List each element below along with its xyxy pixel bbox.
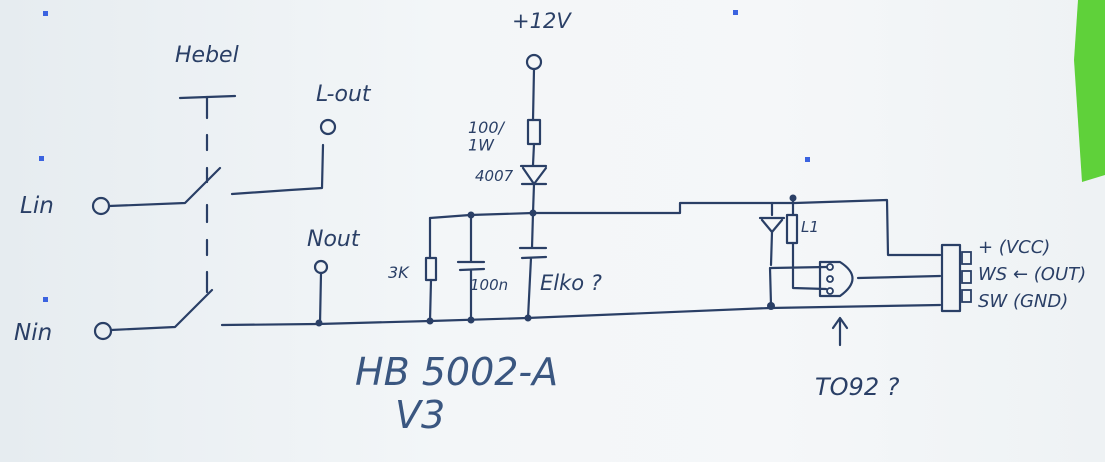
label-3k: 3K [388, 263, 410, 282]
label-100n: 100n [470, 276, 508, 294]
relay-l1 [758, 194, 799, 310]
green-marker [1074, 0, 1105, 182]
label-n-in: Nin [14, 320, 52, 346]
label-resistor: 100/ 1W [468, 118, 509, 155]
connector-3pin [940, 243, 972, 313]
terminal-n-in [93, 321, 113, 341]
resistor-3k [424, 216, 438, 325]
label-diode: 4007 [475, 167, 514, 185]
label-l-in: Lin [20, 193, 54, 219]
label-n-out: Nout [307, 227, 361, 252]
n-rail [220, 303, 942, 327]
arrow-to-sensor [831, 316, 849, 347]
label-lever: Hebel [175, 43, 239, 68]
label-package: TO92 ? [815, 373, 900, 401]
label-pin-vcc: + (VCC) [978, 237, 1050, 258]
label-pin-gnd: SW (GND) [978, 291, 1068, 312]
terminal-n-out [313, 259, 329, 275]
title-line-1: HB 5002-A [355, 350, 558, 394]
label-relay: L1 [801, 218, 819, 236]
capacitor-elko [518, 211, 548, 322]
label-resistor-value: 100/ [468, 118, 506, 137]
label-resistor-value-line: 1W [468, 136, 495, 155]
capacitor-100n [456, 213, 486, 324]
label-supply: +12V [512, 9, 572, 33]
diode-4007 [519, 164, 548, 186]
pin-markers [39, 10, 810, 302]
supply-branch [519, 53, 548, 215]
sensor-to92 [769, 260, 942, 347]
label-pin-out: WS ← (OUT) [978, 264, 1086, 285]
label-elko: Elko ? [540, 271, 602, 295]
terminal-l-in [91, 196, 111, 216]
title-line-2: V3 [395, 393, 445, 437]
label-l-out: L-out [316, 82, 372, 107]
terminal-l-out [319, 118, 337, 136]
lever-switch [91, 94, 337, 341]
top-rail [428, 198, 942, 257]
resistor-100 [526, 118, 542, 146]
